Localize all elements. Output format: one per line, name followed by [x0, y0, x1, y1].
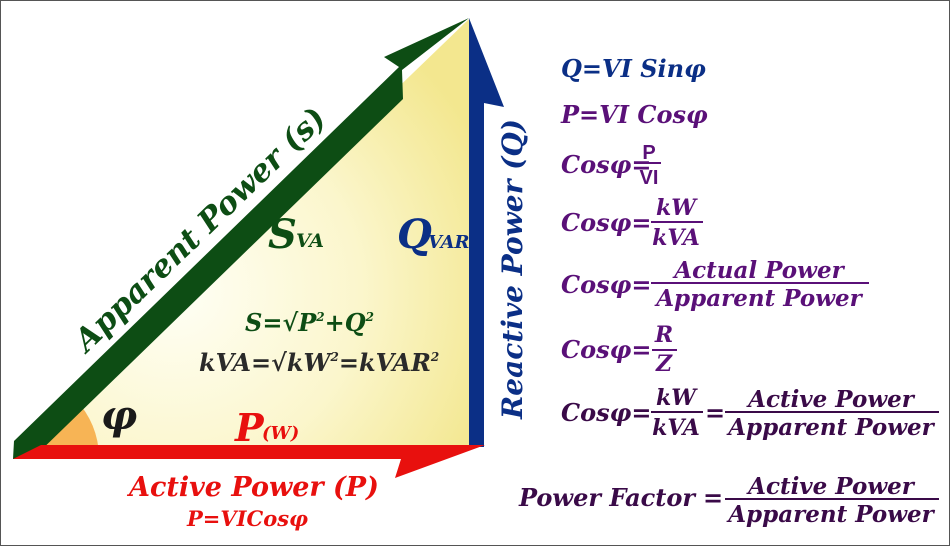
svg-text:kVA: kVA [652, 415, 700, 441]
svg-text:Active Power: Active Power [746, 473, 916, 500]
formula-q: Q=VI Sinφ [561, 54, 706, 83]
formula-cos-kw-kva: Cosφ= kW kVA [561, 195, 703, 251]
p-symbol: P [234, 405, 265, 450]
svg-text:Z: Z [655, 351, 673, 377]
p-unit: (W) [262, 423, 299, 444]
svg-text:Cosφ=: Cosφ= [561, 270, 651, 299]
s-symbol: S [268, 211, 297, 258]
svg-text:P: P [642, 142, 655, 164]
formula-cos-actual-apparent: Cosφ= Actual Power Apparent Power [561, 257, 869, 312]
formula-kva: kVA=√kW2=kVAR2 [199, 348, 439, 377]
svg-text:kW: kW [656, 195, 698, 221]
svg-text:kVA: kVA [652, 225, 700, 251]
svg-text:Power Factor: Power Factor [518, 483, 697, 512]
active-power-arrow [13, 445, 485, 478]
svg-text:Actual Power: Actual Power [672, 257, 845, 284]
q-unit: VAR [428, 232, 470, 253]
q-symbol: Q [397, 211, 432, 258]
formula-power-factor: Power Factor = Active Power Apparent Pow… [518, 473, 939, 528]
active-power-formula: P=VICosφ [186, 506, 308, 531]
s-unit: VA [296, 230, 324, 252]
svg-text:=: = [703, 483, 723, 512]
svg-text:kW: kW [656, 385, 698, 411]
svg-text:Cosφ=: Cosφ= [561, 208, 651, 237]
svg-text:VI: VI [640, 167, 659, 189]
svg-text:Apparent Power: Apparent Power [654, 285, 863, 312]
svg-text:Cosφ=: Cosφ= [561, 335, 651, 364]
svg-text:=: = [705, 398, 725, 427]
active-power-label: Active Power (P) [126, 472, 379, 503]
svg-text:Apparent Power: Apparent Power [726, 414, 935, 441]
svg-text:Cosφ=: Cosφ= [561, 398, 651, 427]
svg-text:Cosφ=: Cosφ= [561, 150, 651, 179]
svg-text:Active Power: Active Power [746, 386, 916, 413]
angle-phi: φ [101, 392, 137, 439]
reactive-power-label: Reactive Power (Q) [496, 119, 529, 420]
formula-cos-p-vi: Cosφ= P VI [561, 142, 661, 189]
svg-text:Apparent Power: Apparent Power [726, 501, 935, 528]
svg-text:R: R [654, 322, 673, 348]
reactive-power-arrow [469, 18, 504, 447]
formula-cos-combined: Cosφ= kW kVA = Active Power Apparent Pow… [561, 385, 939, 441]
apparent-power-arrow [13, 18, 469, 459]
formula-s: S=√P2+Q2 [245, 308, 374, 337]
formula-p: P=VI Cosφ [560, 100, 708, 129]
formula-cos-r-z: Cosφ= R Z [561, 322, 677, 377]
